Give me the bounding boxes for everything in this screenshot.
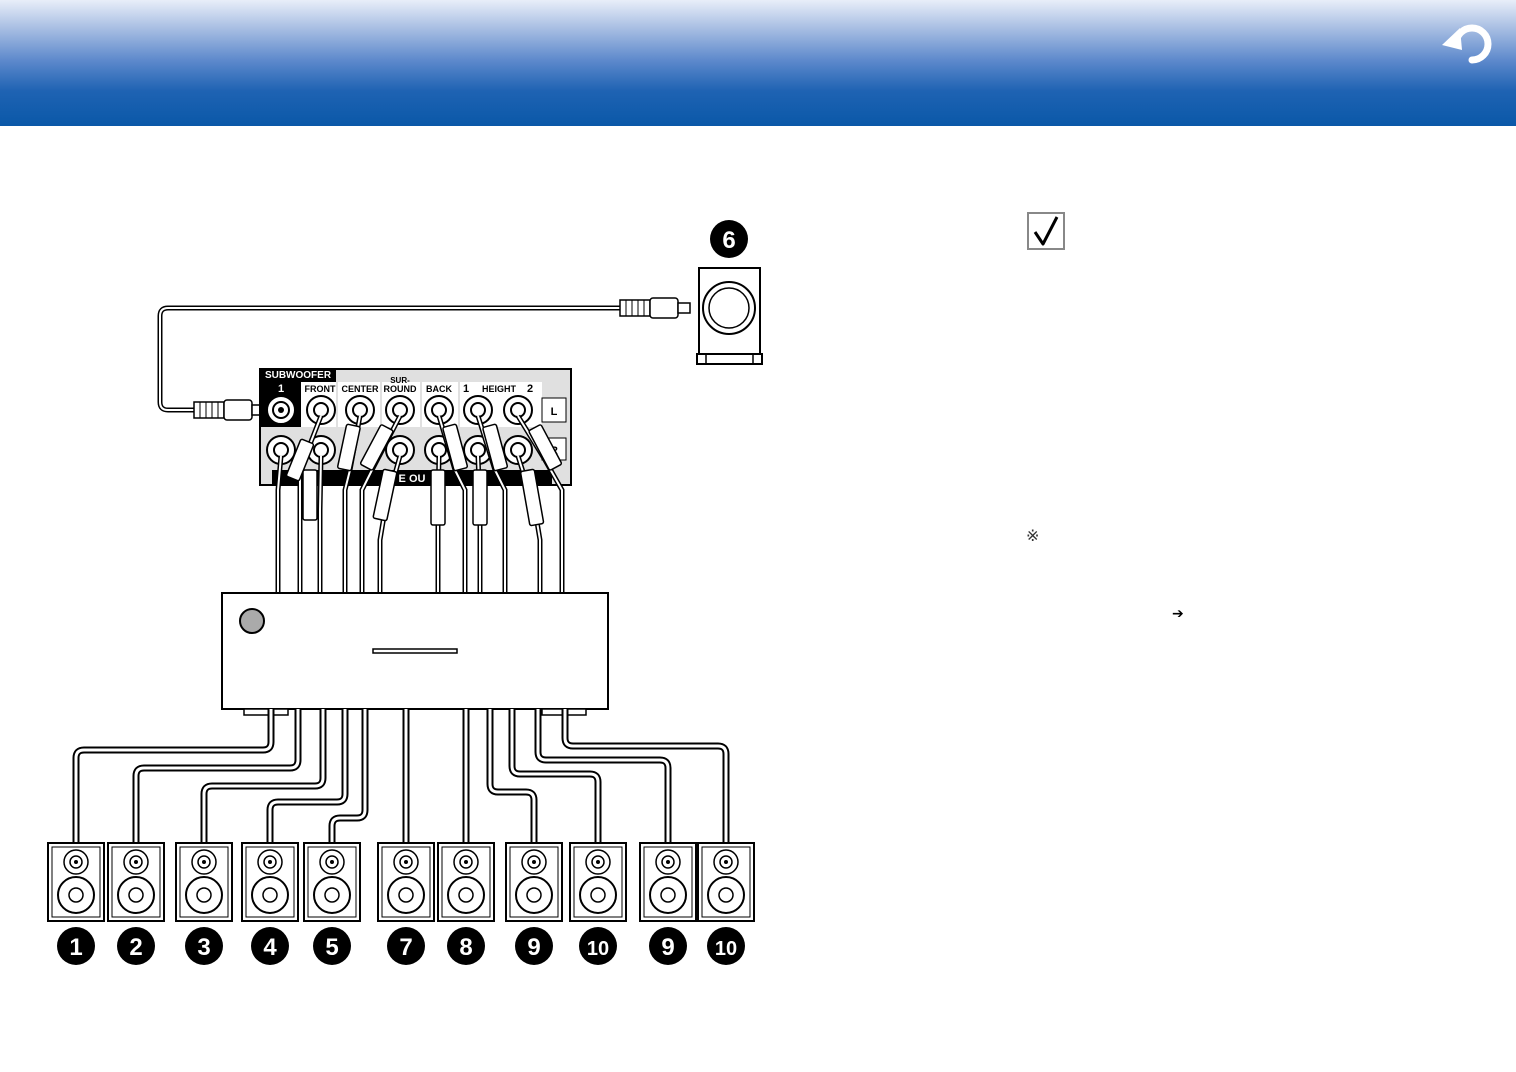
subwoofer-marker: 6	[710, 220, 748, 258]
speaker-marker: 7	[387, 927, 425, 965]
speaker-marker: 8	[447, 927, 485, 965]
speaker-marker: 9	[515, 927, 553, 965]
svg-text:BACK: BACK	[426, 384, 452, 394]
speaker-marker: 4	[251, 927, 289, 965]
speaker	[303, 842, 361, 922]
header-bar	[0, 0, 1516, 126]
speaker-marker: 10	[579, 927, 617, 965]
asterisk-note-marker: ※	[1026, 526, 1040, 545]
speaker	[107, 842, 165, 922]
svg-text:2: 2	[527, 383, 533, 395]
svg-text:3: 3	[197, 934, 210, 961]
jack-row-bottom	[266, 435, 533, 465]
pre-out-panel: SUBWOOFER 1 FRONT CENTER SUR- ROUND BACK…	[259, 368, 572, 486]
svg-text:9: 9	[661, 934, 674, 961]
power-amplifier	[221, 592, 609, 716]
svg-text:L: L	[551, 406, 558, 418]
svg-text:5: 5	[325, 934, 338, 961]
svg-text:1: 1	[69, 934, 82, 961]
svg-text:ROUND: ROUND	[384, 384, 417, 394]
speaker-marker: 1	[57, 927, 95, 965]
checkbox[interactable]	[1027, 212, 1065, 250]
svg-text:9: 9	[527, 934, 540, 961]
return-arrow-icon	[1442, 24, 1492, 64]
speaker-marker: 10	[707, 927, 745, 965]
speaker-marker: 3	[185, 927, 223, 965]
speaker	[437, 842, 495, 922]
svg-text:SUBWOOFER: SUBWOOFER	[265, 370, 332, 381]
speaker-cables	[72, 709, 730, 845]
svg-text:FRONT: FRONT	[305, 384, 336, 394]
svg-text:CENTER: CENTER	[341, 384, 379, 394]
rca-plug-subwoofer-end	[619, 297, 691, 319]
svg-text:1: 1	[463, 383, 469, 395]
svg-text:4: 4	[263, 934, 277, 961]
speaker	[47, 842, 105, 922]
svg-text:1: 1	[278, 383, 284, 395]
svg-text:E OU: E OU	[399, 473, 426, 485]
svg-text:HEIGHT: HEIGHT	[482, 384, 517, 394]
back-button[interactable]	[1438, 20, 1498, 70]
jack-subwoofer	[266, 395, 296, 425]
arrow-icon: ➔	[1172, 606, 1184, 622]
speaker-marker: 9	[649, 927, 687, 965]
speaker	[639, 842, 697, 922]
speaker	[175, 842, 233, 922]
svg-text:8: 8	[459, 934, 472, 961]
svg-text:SUR-: SUR-	[390, 376, 410, 385]
speaker	[241, 842, 299, 922]
rca-plugs-panel	[285, 423, 563, 527]
speaker	[569, 842, 627, 922]
speaker-markers: 1 2 3 4 5 7 8 9 10 9 10	[57, 927, 745, 965]
speaker-connection-diagram: 6 SUBWOOFER 1 FRONT CENTER SUR-	[47, 220, 763, 965]
checkmark-icon	[1033, 216, 1059, 246]
jack-row-top	[306, 395, 533, 425]
rca-plug-amp-end	[193, 399, 265, 421]
speakers	[47, 842, 755, 922]
svg-text:2: 2	[129, 934, 142, 961]
svg-text:10: 10	[587, 938, 609, 960]
svg-text:7: 7	[399, 934, 412, 961]
svg-text:10: 10	[715, 938, 737, 960]
subwoofer	[696, 267, 763, 365]
speaker-marker: 5	[313, 927, 351, 965]
speaker	[697, 842, 755, 922]
svg-text:6: 6	[722, 227, 735, 254]
speaker	[505, 842, 563, 922]
speaker	[377, 842, 435, 922]
speaker-marker: 2	[117, 927, 155, 965]
